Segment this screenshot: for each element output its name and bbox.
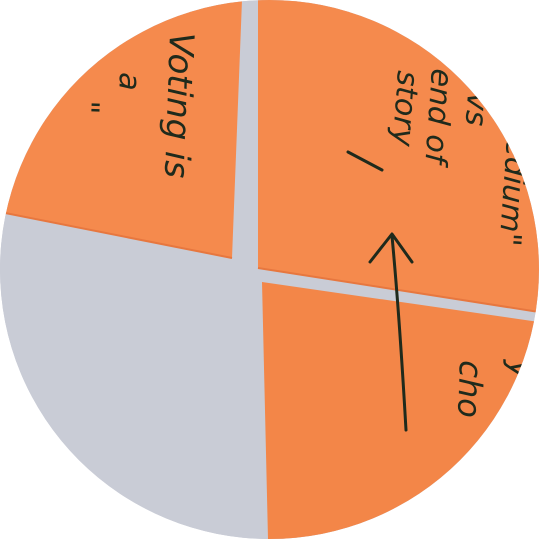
note-text-line: Voting is bbox=[156, 32, 201, 179]
note-text-line: y bbox=[501, 359, 539, 381]
note-text-line: cho bbox=[450, 360, 490, 419]
note-text-line: end of bbox=[417, 67, 459, 169]
arrow-head bbox=[368, 232, 414, 264]
sticky-note-top-right bbox=[258, 0, 539, 312]
note-text-line: vs bbox=[458, 91, 495, 127]
note-edge-shadow bbox=[0, 211, 233, 259]
sticky-note-bottom-right bbox=[262, 282, 539, 539]
note-text-line: " bbox=[70, 100, 105, 115]
note-text-line: story bbox=[385, 69, 425, 148]
note-text-line: a bbox=[111, 72, 147, 92]
arrow-line bbox=[390, 234, 408, 432]
note-edge-shadow bbox=[257, 267, 539, 313]
pen-stroke bbox=[346, 150, 384, 172]
